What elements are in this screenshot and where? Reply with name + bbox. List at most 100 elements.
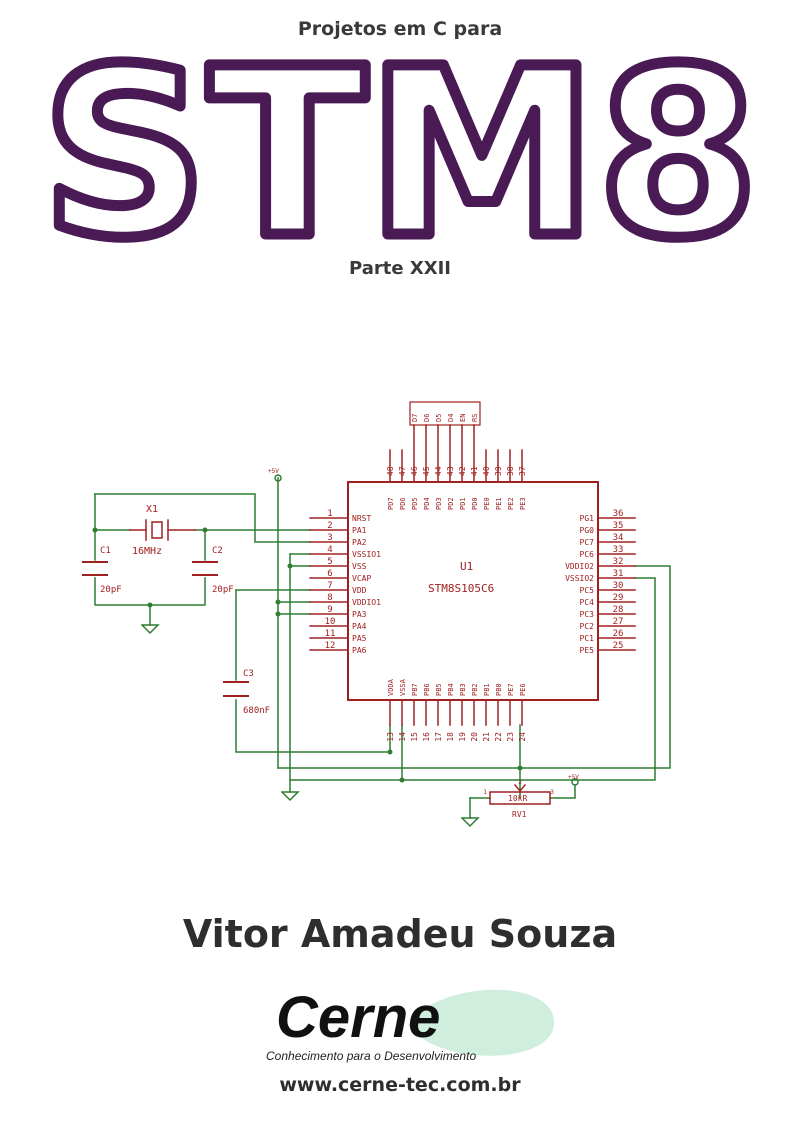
c1-ref: C1 [100, 546, 111, 556]
pin-name: PD2 [447, 497, 455, 510]
pin-name: PG0 [580, 526, 595, 535]
pin-name: PB5 [435, 683, 443, 696]
pin-name: VSSA [399, 678, 407, 696]
vcc-icon [274, 474, 282, 482]
pin-name: PC2 [580, 622, 595, 631]
pin-number: 7 [327, 581, 332, 591]
pin-number: 21 [482, 732, 491, 742]
schematic-diagram: U1 STM8S105C6 X1 16MHz C1 20pF C2 20pF C… [82, 401, 671, 828]
pin-number: 40 [482, 466, 491, 476]
ground-icon [460, 816, 480, 828]
c3-value: 680nF [243, 706, 270, 716]
logo-tagline: Conhecimento para o Desenvolvimento [266, 1049, 476, 1063]
pin-number: 13 [386, 732, 395, 742]
pin-number: 43 [446, 466, 455, 476]
crystal-value: 16MHz [132, 546, 162, 557]
pin-number: 38 [506, 466, 515, 476]
pin-number: 32 [613, 557, 624, 567]
connector-pin: D5 [435, 414, 443, 422]
pin-name: PC6 [580, 550, 595, 559]
cerne-logo: Cerne Conhecimento para o Desenvolviment… [266, 985, 555, 1063]
pin-name: VCAP [352, 574, 371, 583]
crystal-ref: X1 [146, 504, 158, 515]
pin-name: PG1 [580, 514, 595, 523]
pin-number: 26 [613, 629, 624, 639]
connector-pin: D6 [423, 414, 431, 422]
pin-number: 41 [470, 466, 479, 476]
pin-number: 31 [613, 569, 624, 579]
pin-number: 3 [327, 533, 332, 543]
c1-value: 20pF [100, 585, 122, 595]
ground-icon [280, 790, 300, 802]
potentiometer-symbol [489, 783, 551, 805]
pin-name: VSS [352, 562, 367, 571]
pin-name: PB3 [459, 683, 467, 696]
pin-number: 35 [613, 521, 624, 531]
main-title: STM8 [36, 44, 765, 254]
pin-name: PD5 [411, 497, 419, 510]
vcc-label: +5V [268, 468, 279, 475]
vcc-icon [571, 778, 579, 786]
pin-name: PC3 [580, 610, 595, 619]
part-number: Parte XXII [349, 258, 451, 279]
pot-pin: 3 [550, 789, 554, 796]
author-name: Vitor Amadeu Souza [182, 912, 618, 956]
pin-name: PB6 [423, 683, 431, 696]
capacitor-c3 [223, 681, 249, 697]
pin-number: 20 [470, 732, 479, 742]
pin-number: 9 [327, 605, 332, 615]
pin-name: PA5 [352, 634, 367, 643]
pin-number: 25 [613, 641, 624, 651]
pin-name: PE6 [519, 683, 527, 696]
pin-name: PA2 [352, 538, 367, 547]
pin-number: 30 [613, 581, 624, 591]
pin-number: 33 [613, 545, 624, 555]
pin-number: 42 [458, 466, 467, 476]
pin-number: 24 [518, 732, 527, 742]
pin-name: VDD [352, 586, 367, 595]
pin-number: 8 [327, 593, 332, 603]
pin-number: 45 [422, 466, 431, 476]
pin-number: 11 [325, 629, 336, 639]
pot-pin: 1 [483, 789, 487, 796]
pin-number: 34 [613, 533, 624, 543]
pin-number: 22 [494, 732, 503, 742]
pin-name: PD7 [387, 497, 395, 510]
pin-number: 39 [494, 466, 503, 476]
pin-name: PA3 [352, 610, 367, 619]
pin-name: PB4 [447, 683, 455, 696]
capacitor-c1 [82, 561, 108, 576]
pin-number: 15 [410, 732, 419, 742]
pin-number: 14 [398, 732, 407, 742]
pin-name: PE5 [580, 646, 595, 655]
c2-value: 20pF [212, 585, 234, 595]
pin-name: PD6 [399, 497, 407, 510]
pin-number: 46 [410, 466, 419, 476]
lcd-connector [409, 401, 481, 426]
pin-name: VDDA [387, 678, 395, 696]
pin-name: PE1 [495, 497, 503, 510]
pin-name: PB0 [495, 683, 503, 696]
c3-ref: C3 [243, 669, 254, 679]
pin-number: 18 [446, 732, 455, 742]
c2-ref: C2 [212, 546, 223, 556]
pin-name: PE7 [507, 683, 515, 696]
pin-name: PB1 [483, 683, 491, 696]
pin-number: 29 [613, 593, 624, 603]
schematic-wires [94, 477, 671, 819]
pin-name: PC5 [580, 586, 595, 595]
pin-name: PD4 [423, 497, 431, 510]
pin-name: NRST [352, 514, 371, 523]
pin-number: 44 [434, 466, 443, 476]
website-url: www.cerne-tec.com.br [279, 1074, 521, 1096]
ground-icon [140, 623, 160, 635]
pin-number: 48 [386, 466, 395, 476]
pin-name: PA4 [352, 622, 367, 631]
pin-name: PD1 [459, 497, 467, 510]
pin-name: PD3 [435, 497, 443, 510]
pin-number: 10 [325, 617, 336, 627]
logo-wordmark: Cerne [276, 985, 440, 1050]
pot-value: 10kR [508, 794, 527, 803]
chip-part: STM8S105C6 [428, 582, 494, 595]
